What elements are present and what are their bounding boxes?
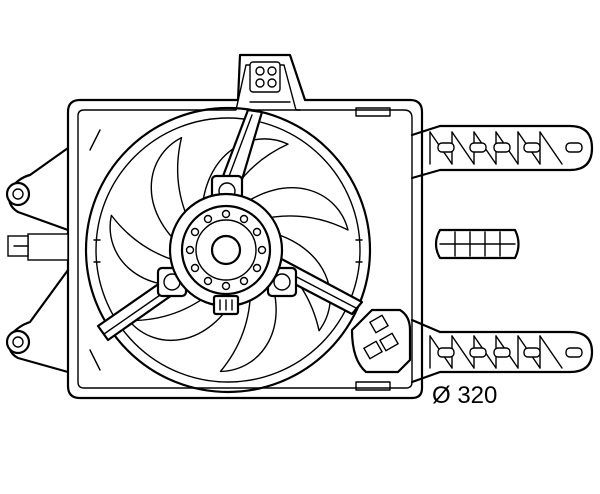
left-connector [7,233,69,261]
left-mount-top [5,146,70,232]
fan-ring [84,106,372,394]
right-bracket-bottom [410,318,594,384]
motor-hub [156,174,298,316]
top-connector [249,61,281,93]
diameter-label: Ø 320 [432,382,497,409]
shroud-frame [66,53,424,400]
left-mount-bottom [5,268,70,374]
motor-connector [350,308,412,374]
right-bracket-top [410,124,594,180]
right-clip-middle [434,228,520,260]
